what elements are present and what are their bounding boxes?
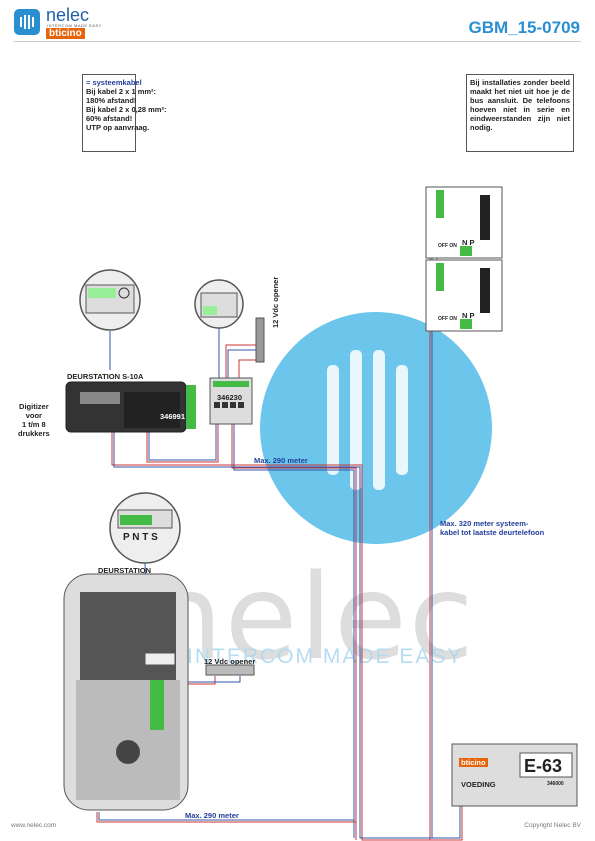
- label-off-on-1: OFF ON: [438, 243, 457, 249]
- label-supply-model: E-63: [524, 756, 563, 776]
- label-opener-bottom: 12 Vdc opener: [204, 657, 256, 666]
- label-digitizer-line: drukkers: [18, 429, 50, 438]
- label-pnts: P N T S: [123, 532, 158, 543]
- watermark-tagline: INTERCOM MADE EASY: [187, 645, 464, 668]
- legend-line: UTP op aanvraag.: [86, 123, 150, 132]
- header-divider: [14, 41, 581, 42]
- label-np-1: N P: [462, 238, 475, 247]
- logo-brand: bticino: [46, 28, 85, 39]
- label-max290-bottom: Max. 290 meter: [185, 811, 239, 820]
- label-supply-name: VOEDING: [461, 780, 496, 789]
- label-digitizer-line: Digitizer: [19, 402, 49, 411]
- footer-website[interactable]: www.nelec.com: [11, 822, 57, 829]
- label-opener-top: 12 Vdc opener: [271, 276, 280, 328]
- label-digitizer-line: 1 t/m 8: [21, 420, 46, 429]
- watermark-word: nelec: [148, 548, 476, 686]
- document-number: GBM_15-0709: [468, 18, 580, 37]
- label-digitizer-line: voor: [25, 411, 42, 420]
- label-digitizer: Digitizer voor 1 t/m 8 drukkers: [18, 402, 50, 438]
- legend-line: Bij kabel 2 x 1 mm²:: [86, 87, 157, 96]
- footer-copyright: Copyright Nelec BV: [524, 822, 581, 829]
- nelec-logo-mark: [14, 9, 40, 35]
- label-deurstation: DEURSTATION: [98, 566, 152, 575]
- opener-top: [255, 317, 265, 363]
- label-deurstation-s10a: DEURSTATION S-10A: [67, 372, 144, 381]
- legend-line: Bij kabel 2 x 0,28 mm²:: [86, 105, 167, 114]
- opener-bottom: [205, 664, 255, 676]
- label-np-2: N P: [462, 311, 475, 320]
- watermark-bars-icon: [327, 350, 408, 490]
- label-346991: 346991: [160, 412, 186, 421]
- label-supply-brand: bticino: [459, 758, 488, 767]
- label-max290-top: Max. 290 meter: [254, 456, 308, 465]
- legend-note: = systeemkabel Bij kabel 2 x 1 mm²: 180%…: [82, 74, 167, 152]
- legend-title: = systeemkabel: [86, 78, 142, 87]
- label-max320-line: kabel tot laatste deurtelefoon: [440, 528, 545, 537]
- label-supply-ref: 346000: [547, 781, 564, 787]
- logo-tagline: INTERCOM MADE EASY: [47, 23, 102, 28]
- install-note: Bij installaties zonder beeld maakt het …: [466, 74, 574, 152]
- label-346230: 346230: [217, 393, 243, 402]
- legend-line: 180% afstand!: [86, 96, 137, 105]
- label-off-on-2: OFF ON: [438, 316, 457, 322]
- install-note-text: Bij installaties zonder beeld maakt het …: [470, 78, 570, 132]
- logo-bars-icon: [20, 15, 34, 29]
- legend-line: 60% afstand!: [86, 114, 133, 123]
- label-max320: Max. 320 meter systeem- kabel tot laatst…: [440, 519, 544, 537]
- label-max320-line: Max. 320 meter systeem-: [440, 519, 529, 528]
- logo-name: nelec: [46, 5, 90, 25]
